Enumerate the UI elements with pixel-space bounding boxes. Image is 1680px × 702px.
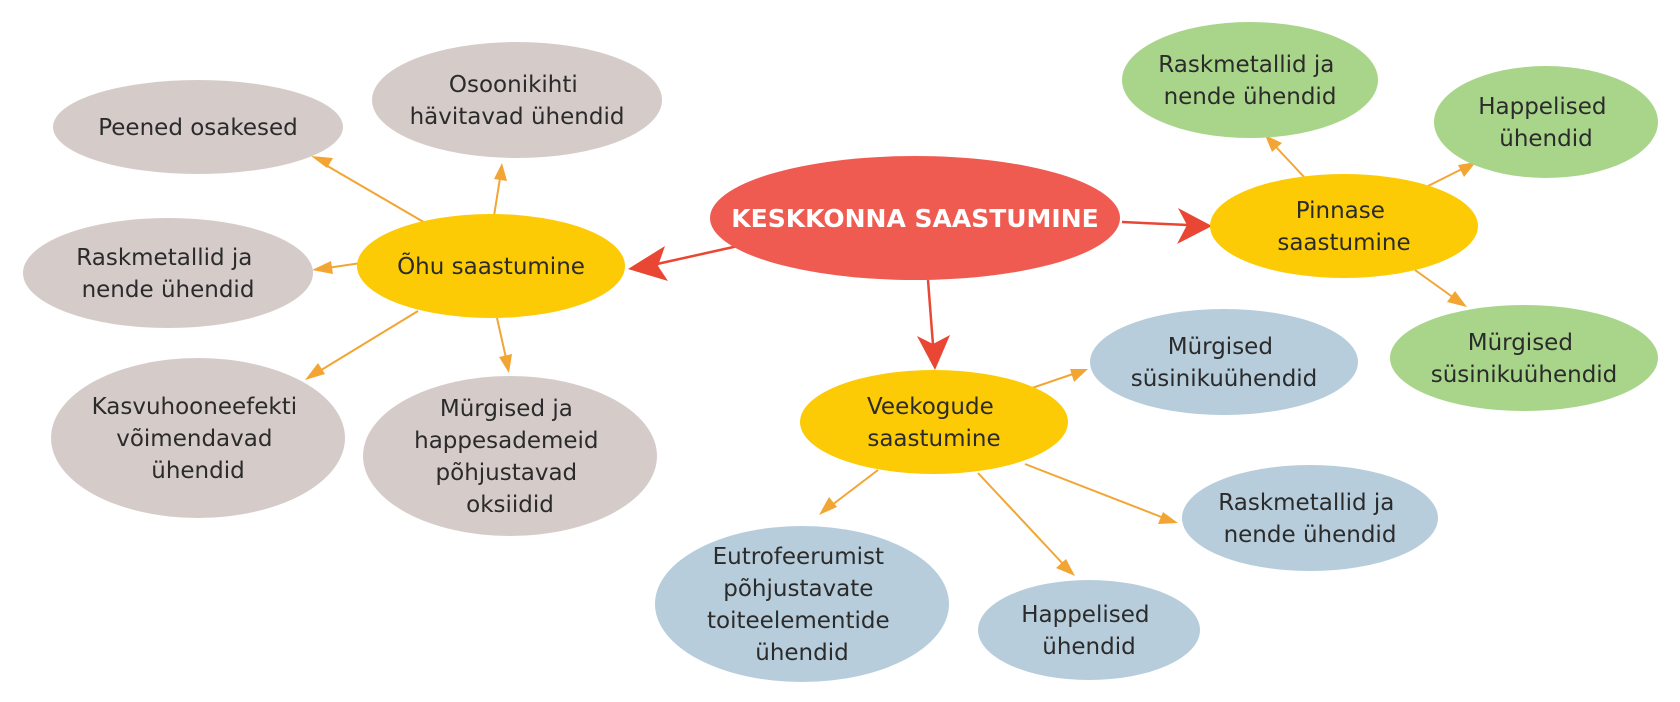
leaf-label: Mürgised süsinikuühendid xyxy=(1431,330,1618,388)
leaf-soil-carbon: Mürgised süsinikuühendid xyxy=(1390,305,1658,411)
hub-soil: Pinnase saastumine xyxy=(1210,174,1478,278)
leaf-water-heavy-metals: Raskmetallid ja nende ühendid xyxy=(1182,465,1438,571)
leaf-label: Raskmetallid ja nende ühendid xyxy=(1158,52,1341,110)
hub-water: Veekogude saastumine xyxy=(800,370,1068,474)
leaf-label: Mürgised ja happesademeid põhjustavad ok… xyxy=(414,396,606,518)
leaf-label: Osoonikihti hävitavad ühendid xyxy=(410,72,625,130)
leaf-soil-acidic: Happelised ühendid xyxy=(1434,66,1658,178)
arrow-air-to-oxides xyxy=(496,317,512,373)
nodes: KESKKONNA SAASTUMINE Õhu saastumine Pinn… xyxy=(23,22,1658,682)
arrow-water-to-eutrophication xyxy=(819,469,879,515)
hub-air: Õhu saastumine xyxy=(357,214,625,318)
leaf-label: Raskmetallid ja nende ühendid xyxy=(1218,490,1401,548)
arrow-water-to-metals xyxy=(1024,463,1178,524)
arrow-soil-to-metals xyxy=(1265,135,1306,179)
leaf-fine-particles: Peened osakesed xyxy=(53,80,343,174)
arrow-water-to-acidic xyxy=(977,472,1075,576)
center-node: KESKKONNA SAASTUMINE xyxy=(710,156,1120,280)
arrow-center-to-soil xyxy=(1121,208,1212,244)
arrows xyxy=(305,135,1476,576)
hub-soil-label: Pinnase saastumine xyxy=(1277,198,1410,256)
leaf-eutrophication: Eutrofeerumist põhjustavate toiteelement… xyxy=(655,526,949,682)
leaf-label: Raskmetallid ja nende ühendid xyxy=(76,245,259,303)
leaf-label: Kasvuhooneefekti võimendavad ühendid xyxy=(92,394,305,484)
leaf-ozone-depleting: Osoonikihti hävitavad ühendid xyxy=(372,42,662,158)
leaf-water-acidic: Happelised ühendid xyxy=(978,580,1200,680)
leaf-greenhouse: Kasvuhooneefekti võimendavad ühendid xyxy=(51,358,345,518)
leaf-label: Happelised ühendid xyxy=(1478,94,1614,152)
leaf-air-heavy-metals: Raskmetallid ja nende ühendid xyxy=(23,218,313,328)
arrow-soil-to-acidic xyxy=(1427,162,1476,187)
arrow-air-to-metals xyxy=(312,261,362,274)
arrow-air-to-greenhouse xyxy=(305,310,419,380)
arrow-center-to-air xyxy=(628,244,739,281)
hub-water-label: Veekogude saastumine xyxy=(867,394,1001,452)
arrow-soil-to-carbon xyxy=(1414,269,1467,307)
leaf-label: Eutrofeerumist põhjustavate toiteelement… xyxy=(707,544,897,666)
arrow-water-to-carbon xyxy=(1031,369,1088,389)
leaf-label: Peened osakesed xyxy=(98,115,298,141)
center-node-label: KESKKONNA SAASTUMINE xyxy=(731,204,1098,233)
leaf-label: Happelised ühendid xyxy=(1021,602,1157,660)
hub-air-label: Õhu saastumine xyxy=(397,251,585,280)
arrow-center-to-water xyxy=(917,279,950,370)
leaf-soil-heavy-metals: Raskmetallid ja nende ühendid xyxy=(1122,22,1378,138)
arrow-air-to-fine-particles xyxy=(311,156,428,225)
leaf-water-carbon: Mürgised süsinikuühendid xyxy=(1090,309,1358,415)
arrow-air-to-ozone xyxy=(493,163,507,217)
leaf-acid-oxides: Mürgised ja happesademeid põhjustavad ok… xyxy=(363,376,657,536)
leaf-label: Mürgised süsinikuühendid xyxy=(1131,334,1318,392)
